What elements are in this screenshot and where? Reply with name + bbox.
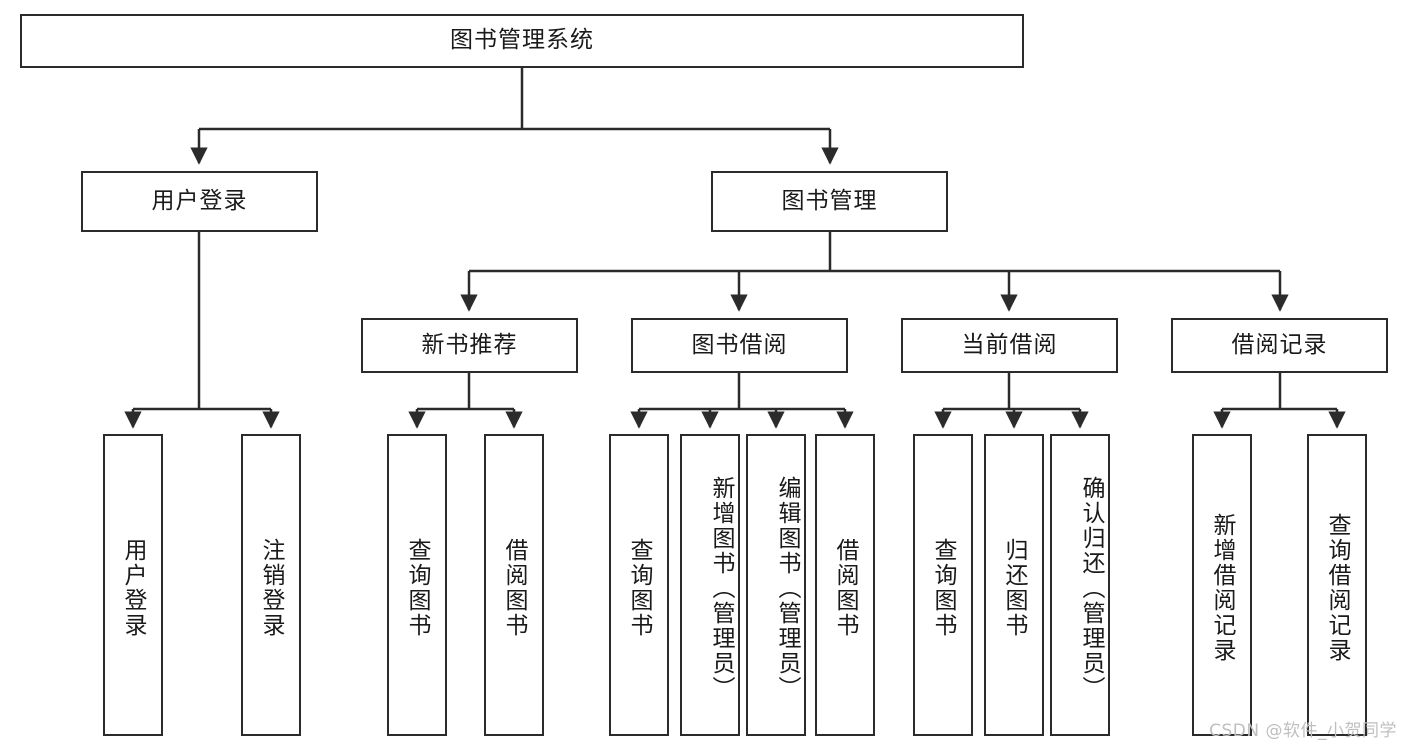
node-user-login-label: 用户登录 <box>151 187 248 214</box>
node-leaf-logout-label: 注销登录 <box>258 538 284 638</box>
node-borrow-record[interactable]: 借阅记录 <box>1171 318 1388 373</box>
node-leaf-user-login[interactable]: 用户登录 <box>103 434 163 736</box>
node-leaf-return-book-label: 归还图书 <box>1001 538 1027 638</box>
node-new-book-recommend-label: 新书推荐 <box>421 331 518 358</box>
node-leaf-query-book-current-label: 查询图书 <box>930 538 956 638</box>
node-leaf-query-book-borrow-label: 查询图书 <box>626 538 652 638</box>
node-new-book-recommend[interactable]: 新书推荐 <box>361 318 578 373</box>
node-book-manage-label: 图书管理 <box>781 187 878 214</box>
node-current-borrow[interactable]: 当前借阅 <box>901 318 1118 373</box>
node-leaf-edit-book-admin-label: 编辑图书（管理员） <box>774 475 800 701</box>
node-leaf-add-book-admin-label: 新增图书（管理员） <box>708 475 734 701</box>
node-borrow-record-label: 借阅记录 <box>1231 331 1328 358</box>
node-leaf-borrow-book-rec-label: 借阅图书 <box>501 538 527 638</box>
node-leaf-borrow-book[interactable]: 借阅图书 <box>815 434 875 736</box>
node-leaf-query-book-borrow[interactable]: 查询图书 <box>609 434 669 736</box>
node-current-borrow-label: 当前借阅 <box>961 331 1058 358</box>
node-leaf-borrow-book-rec[interactable]: 借阅图书 <box>484 434 544 736</box>
node-leaf-confirm-return-admin[interactable]: 确认归还（管理员） <box>1050 434 1110 736</box>
node-leaf-borrow-book-label: 借阅图书 <box>832 538 858 638</box>
node-leaf-edit-book-admin[interactable]: 编辑图书（管理员） <box>746 434 806 736</box>
node-leaf-logout[interactable]: 注销登录 <box>241 434 301 736</box>
node-leaf-query-book-current[interactable]: 查询图书 <box>913 434 973 736</box>
node-leaf-return-book[interactable]: 归还图书 <box>984 434 1044 736</box>
node-leaf-add-borrow-record-label: 新增借阅记录 <box>1209 513 1235 663</box>
node-leaf-query-borrow-record-label: 查询借阅记录 <box>1324 513 1350 663</box>
node-leaf-user-login-label: 用户登录 <box>120 538 146 638</box>
node-book-manage[interactable]: 图书管理 <box>711 171 948 232</box>
node-leaf-add-book-admin[interactable]: 新增图书（管理员） <box>680 434 740 736</box>
node-leaf-confirm-return-admin-label: 确认归还（管理员） <box>1078 475 1104 701</box>
node-root-system[interactable]: 图书管理系统 <box>20 14 1024 68</box>
node-leaf-add-borrow-record[interactable]: 新增借阅记录 <box>1192 434 1252 736</box>
node-user-login[interactable]: 用户登录 <box>81 171 318 232</box>
node-leaf-query-book-rec-label: 查询图书 <box>404 538 430 638</box>
node-leaf-query-book-rec[interactable]: 查询图书 <box>387 434 447 736</box>
node-book-borrow-label: 图书借阅 <box>691 331 788 358</box>
node-leaf-query-borrow-record[interactable]: 查询借阅记录 <box>1307 434 1367 736</box>
node-book-borrow[interactable]: 图书借阅 <box>631 318 848 373</box>
node-root-label: 图书管理系统 <box>450 27 594 54</box>
watermark-text: CSDN @软件_小贺同学 <box>1209 721 1397 741</box>
